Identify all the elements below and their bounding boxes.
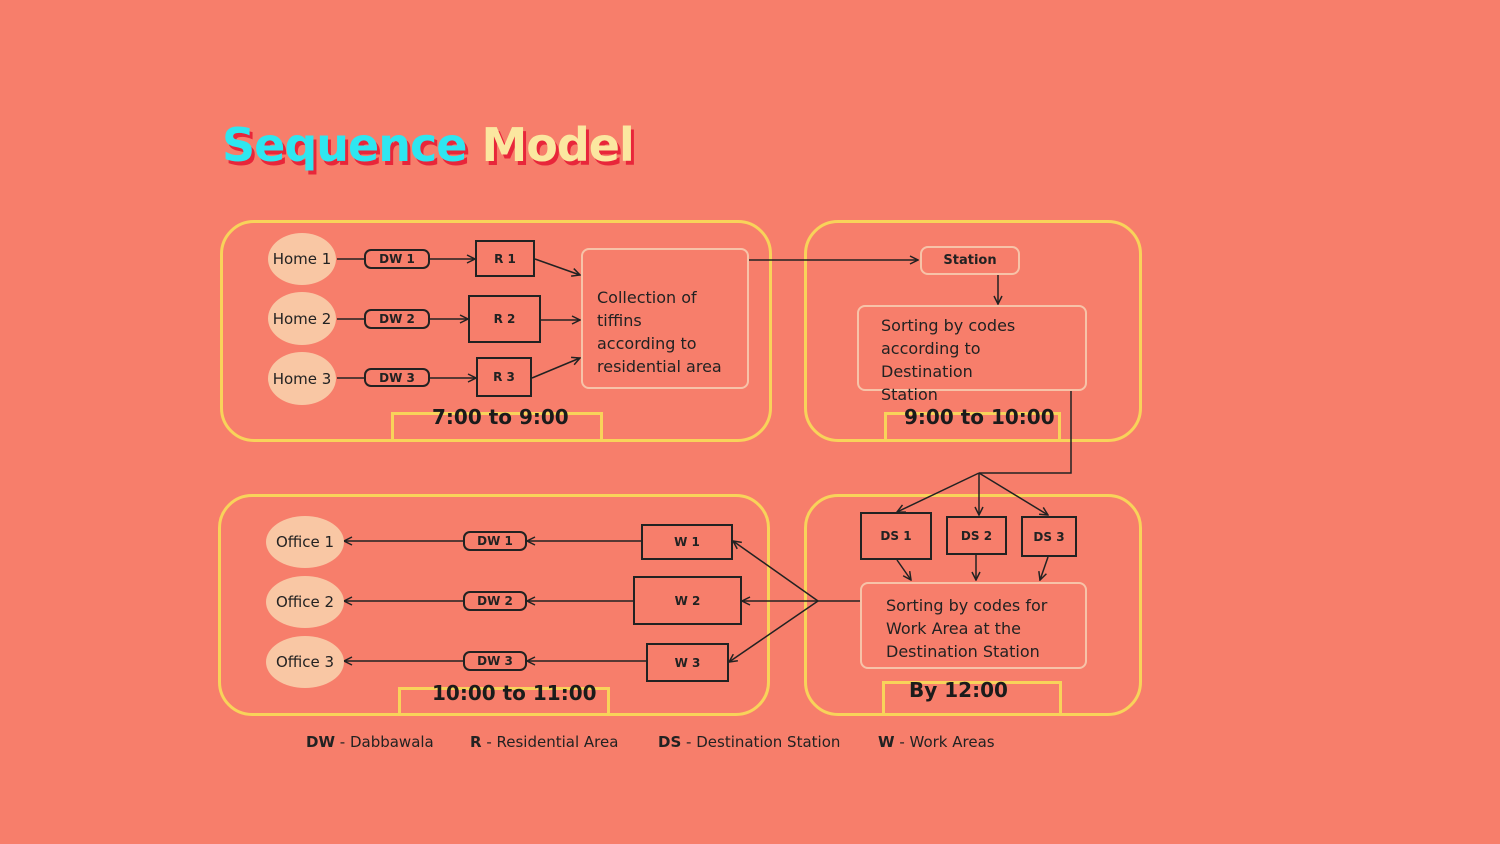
home-2-node: Home 2 bbox=[268, 292, 336, 345]
title-word-sequence: Sequence bbox=[222, 118, 467, 172]
panel-delivery bbox=[218, 494, 770, 716]
title-word-model: Model bbox=[481, 118, 634, 172]
destination-sorting-line-1: Sorting by codes for bbox=[886, 596, 1048, 615]
legend-item-dw: DW - Dabbawala bbox=[306, 733, 434, 751]
panel-collection bbox=[220, 220, 772, 442]
dw-2-pill-top: DW 2 bbox=[364, 309, 430, 329]
dw-2-pill-bottom: DW 2 bbox=[463, 591, 527, 611]
collection-box-line-1: Collection of tiffins bbox=[597, 288, 697, 330]
destination-sorting-box: Sorting by codes for Work Area at the De… bbox=[860, 582, 1087, 669]
home-3-node: Home 3 bbox=[268, 352, 336, 405]
collection-box: Collection of tiffins according to resid… bbox=[581, 248, 749, 389]
legend-item-r: R - Residential Area bbox=[470, 733, 618, 751]
w-2-box: W 2 bbox=[633, 576, 742, 625]
panel-station bbox=[804, 220, 1142, 442]
time-tab-destination bbox=[882, 681, 1062, 716]
collection-box-line-3: residential area bbox=[597, 357, 722, 376]
station-sorting-box: Sorting by codes according to Destinatio… bbox=[857, 305, 1087, 404]
r-2-box: R 2 bbox=[468, 295, 541, 343]
office-1-node: Office 1 bbox=[266, 516, 344, 568]
time-tab-delivery bbox=[398, 687, 610, 716]
time-label-delivery: 10:00 to 11:00 bbox=[432, 681, 597, 705]
dw-3-pill-bottom: DW 3 bbox=[463, 651, 527, 671]
legend-meaning-dw: Dabbawala bbox=[349, 733, 434, 751]
station-sorting-line-2: according to Destination bbox=[881, 339, 981, 381]
dw-1-pill-bottom: DW 1 bbox=[463, 531, 527, 551]
legend-meaning-r: Residential Area bbox=[496, 733, 619, 751]
station-sorting-line-3: Station bbox=[881, 385, 938, 404]
w-3-box: W 3 bbox=[646, 643, 729, 682]
w-1-box: W 1 bbox=[641, 524, 733, 560]
legend-sep-ds: - bbox=[681, 733, 697, 751]
legend-abbr-ds: DS bbox=[658, 733, 682, 751]
office-2-node: Office 2 bbox=[266, 576, 344, 628]
destination-sorting-line-2: Work Area at the bbox=[886, 619, 1021, 638]
panel-destination bbox=[804, 494, 1142, 716]
legend-abbr-r: R bbox=[470, 733, 482, 751]
page-title: Sequence Model bbox=[222, 118, 635, 172]
legend-meaning-w: Work Areas bbox=[909, 733, 995, 751]
legend-sep-dw: - bbox=[335, 733, 350, 751]
station-box: Station bbox=[920, 246, 1020, 275]
office-3-node: Office 3 bbox=[266, 636, 344, 688]
legend-abbr-w: W bbox=[878, 733, 895, 751]
legend-sep-r: - bbox=[481, 733, 497, 751]
collection-box-line-2: according to bbox=[597, 334, 697, 353]
time-label-destination: By 12:00 bbox=[909, 678, 1008, 702]
r-3-box: R 3 bbox=[476, 357, 532, 397]
legend-item-ds: DS - Destination Station bbox=[658, 733, 840, 751]
dw-1-pill-top: DW 1 bbox=[364, 249, 430, 269]
destination-sorting-line-3: Destination Station bbox=[886, 642, 1040, 661]
legend-meaning-ds: Destination Station bbox=[696, 733, 841, 751]
legend-abbr-dw: DW bbox=[306, 733, 335, 751]
dw-3-pill-top: DW 3 bbox=[364, 368, 430, 387]
ds-1-box: DS 1 bbox=[860, 512, 932, 560]
ds-3-box: DS 3 bbox=[1021, 516, 1077, 557]
station-sorting-line-1: Sorting by codes bbox=[881, 316, 1016, 335]
time-tab-collection bbox=[391, 412, 603, 441]
ds-2-box: DS 2 bbox=[946, 516, 1007, 555]
r-1-box: R 1 bbox=[475, 240, 535, 277]
time-label-station: 9:00 to 10:00 bbox=[904, 405, 1055, 429]
legend-item-w: W - Work Areas bbox=[878, 733, 995, 751]
legend-sep-w: - bbox=[894, 733, 910, 751]
time-tab-station bbox=[884, 412, 1061, 441]
home-1-node: Home 1 bbox=[268, 233, 336, 285]
time-label-collection: 7:00 to 9:00 bbox=[432, 405, 569, 429]
